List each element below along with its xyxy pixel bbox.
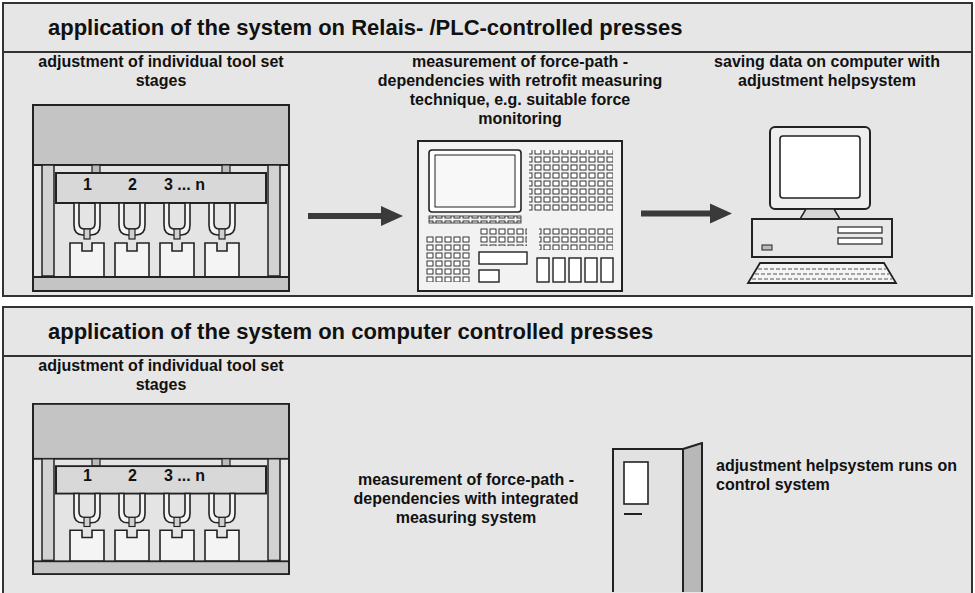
control-cabinet-illustration [612,442,704,592]
stage-node: saving data on computer with adjustment … [702,52,952,292]
stage-label: saving data on computer with adjustment … [702,52,952,90]
stage-number: 3 ... n [164,175,205,194]
measurement-note: measurement of force-path -dependencies … [330,470,602,527]
flow-arrow [308,206,403,226]
stage-number: 1 [83,175,92,194]
stage-node: adjustment of individual tool set stages [30,356,292,592]
stage-label: adjustment of individual tool set stages [30,52,292,90]
panel-title: application of the system on computer co… [4,308,971,357]
stage-label: adjustment of individual tool set stages [30,356,292,394]
stage-number: 1 [83,466,92,485]
press-illustration [32,104,290,292]
stage-label: adjustment helpsystem runs on control sy… [716,456,968,494]
stage-number: 2 [128,466,137,485]
control-panel-illustration [417,140,623,292]
stage-node: adjustment helpsystem runs on control sy… [612,442,973,593]
flow-arrow [641,204,732,224]
stage-number: 3 ... n [164,466,205,485]
computer-illustration [746,125,898,287]
stage-label: measurement of force-path -dependencies … [370,52,670,128]
press-illustration [32,403,290,575]
system-panel: application of the system on Relais- /PL… [2,2,973,297]
stage-node: measurement of force-path -dependencies … [370,52,670,292]
system-panel: application of the system on computer co… [2,306,973,593]
stage-node: adjustment of individual tool set stages [30,52,292,292]
panel-title: application of the system on Relais- /PL… [4,4,971,53]
stage-number: 2 [128,175,137,194]
